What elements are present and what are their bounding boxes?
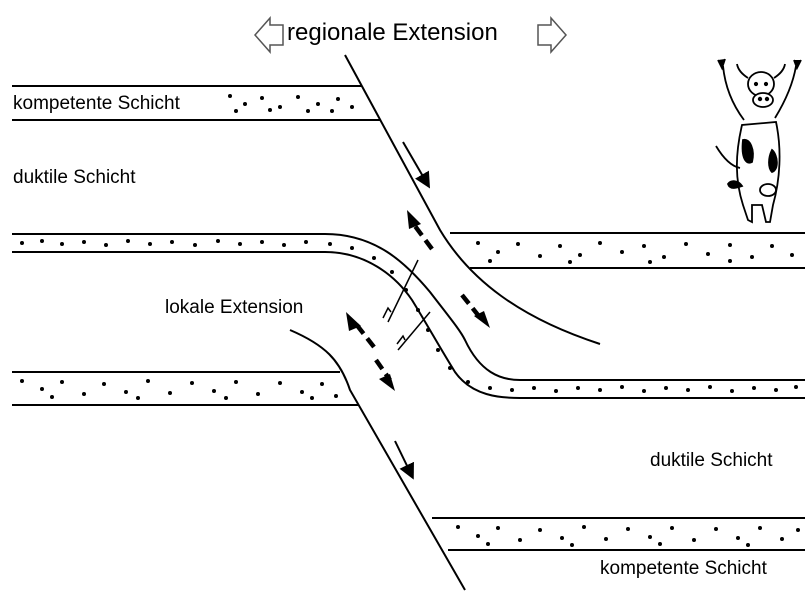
layer-lines: [12, 54, 805, 591]
label-ductile-layer-bottom: duktile Schicht: [650, 450, 773, 471]
label-local-extension: lokale Extension: [165, 297, 304, 318]
label-competent-layer-bottom: kompetente Schicht: [600, 558, 767, 579]
stipple-dots: [20, 94, 800, 547]
small-faults: [382, 259, 431, 351]
upper-fault: [344, 54, 601, 345]
lower-fault: [289, 329, 466, 591]
extension-arrow-left-icon: [253, 16, 284, 54]
extension-arrowheads: [346, 210, 490, 391]
diagram-title: regionale Extension: [287, 19, 498, 46]
extension-arrow-right-icon: [537, 16, 568, 54]
label-ductile-layer-top: duktile Schicht: [13, 167, 136, 188]
label-competent-layer-top: kompetente Schicht: [13, 93, 180, 114]
slip-arrows: [394, 141, 431, 480]
cow-icon: [715, 58, 802, 224]
